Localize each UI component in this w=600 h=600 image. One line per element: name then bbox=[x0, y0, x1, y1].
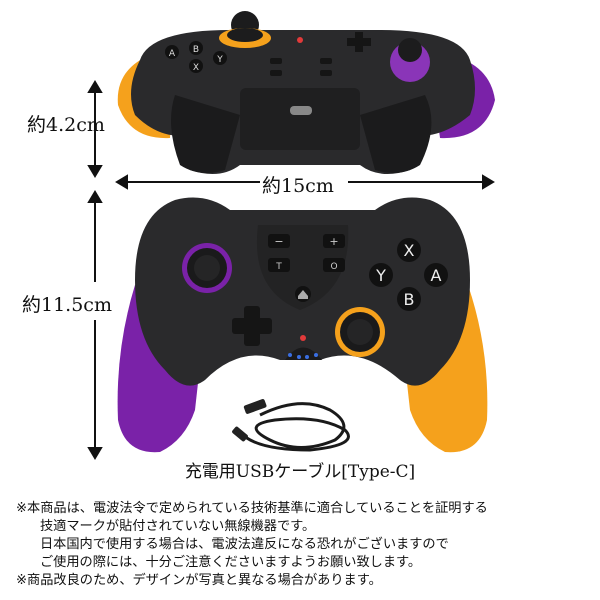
notice-line-2: 技適マークが貼付されていない無線機器です。 bbox=[40, 519, 316, 534]
top-center-panel bbox=[240, 88, 360, 150]
top-btn-b: B bbox=[193, 45, 199, 55]
width-dimension-label: 約15cm bbox=[262, 175, 334, 197]
notice-line-1: ※本商品は、電波法令で定められている技術基準に適合していることを証明する bbox=[16, 501, 488, 516]
dpad-icon bbox=[232, 306, 272, 346]
button-y: Y bbox=[375, 266, 386, 285]
top-btn-y: Y bbox=[216, 55, 223, 65]
height-dimension-label: 約4.2cm bbox=[27, 114, 105, 136]
top-btn-x: X bbox=[193, 63, 199, 73]
notice-text: ※本商品は、電波法令で定められている技術基準に適合していることを証明する 技適マ… bbox=[16, 500, 591, 590]
led-indicator-icon bbox=[285, 335, 322, 360]
top-right-grip bbox=[360, 95, 432, 174]
usb-port-icon bbox=[290, 106, 312, 115]
top-btn-a: A bbox=[169, 49, 176, 59]
cable-caption: 充電用USBケーブル[Type-C] bbox=[184, 462, 416, 482]
width-arrow-icon bbox=[115, 174, 495, 190]
button-b: B bbox=[404, 290, 415, 309]
usb-cable-icon bbox=[238, 402, 350, 452]
notice-line-4: ご使用の際には、十分ご注意くださいますようお願い致します。 bbox=[40, 555, 422, 570]
top-left-grip bbox=[171, 95, 240, 174]
button-x: X bbox=[404, 241, 415, 260]
turbo-button: T bbox=[275, 262, 282, 272]
button-a: A bbox=[431, 266, 442, 285]
notice-line-5: ※商品改良のため、デザインが写真と異なる場合があります。 bbox=[16, 573, 382, 588]
length-dimension-label: 約11.5cm bbox=[22, 294, 112, 316]
length-arrow-icon bbox=[87, 190, 103, 460]
plus-button: + bbox=[329, 235, 338, 248]
height-arrow-icon bbox=[87, 80, 103, 178]
capture-button: O bbox=[330, 262, 337, 272]
notice-line-3: 日本国内で使用する場合は、電波法違反になる恐れがございますので bbox=[40, 537, 449, 552]
minus-button: − bbox=[274, 235, 283, 248]
